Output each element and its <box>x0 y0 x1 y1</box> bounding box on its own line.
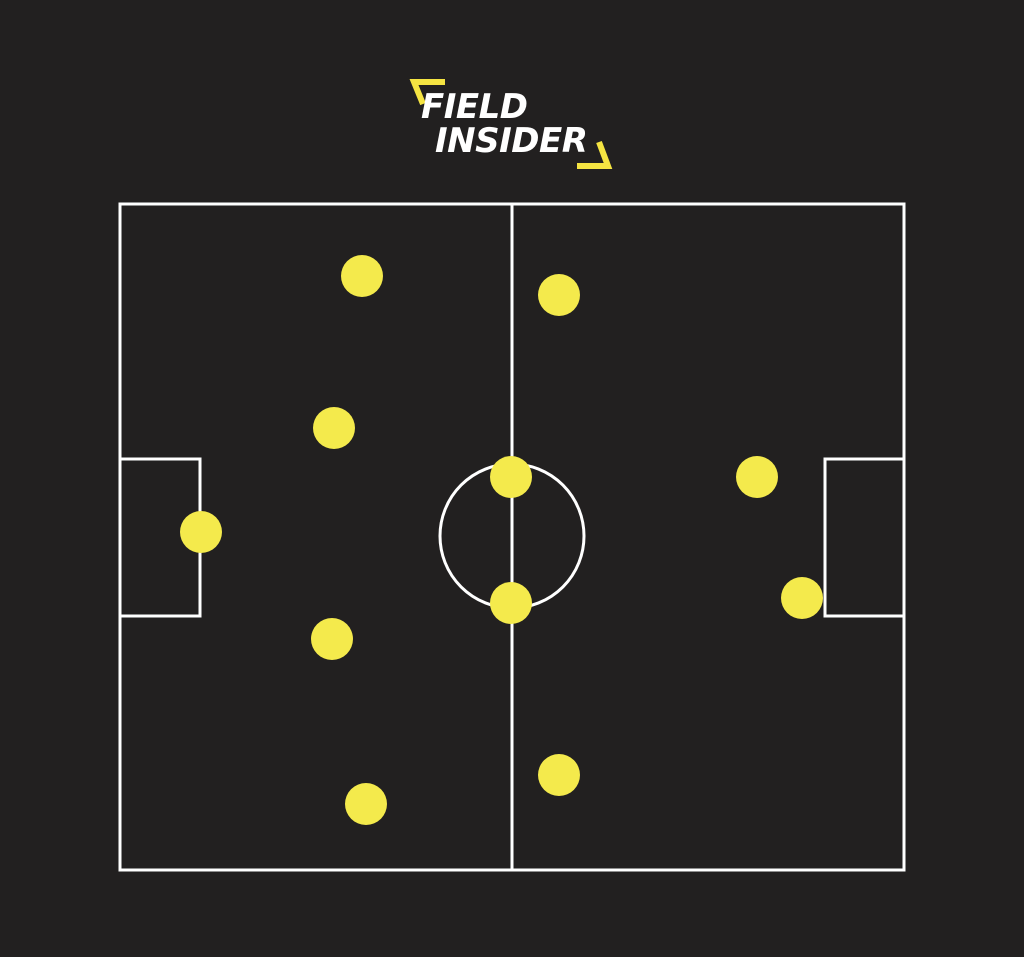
logo-bracket-top-left <box>409 79 445 106</box>
player-marker <box>180 511 222 553</box>
player-marker <box>490 582 532 624</box>
logo-bracket-bottom-right <box>577 140 613 169</box>
player-marker <box>736 456 778 498</box>
field-insider-logo: FIELD INSIDER <box>405 76 617 172</box>
player-marker <box>781 577 823 619</box>
player-marker <box>341 255 383 297</box>
right-penalty-box <box>823 457 906 618</box>
player-marker <box>311 618 353 660</box>
player-marker <box>538 274 580 316</box>
logo-text-insider: INSIDER <box>435 121 588 161</box>
logo-text-field: FIELD <box>421 87 528 127</box>
player-marker <box>490 456 532 498</box>
player-marker <box>345 783 387 825</box>
player-marker <box>313 407 355 449</box>
player-marker <box>538 754 580 796</box>
